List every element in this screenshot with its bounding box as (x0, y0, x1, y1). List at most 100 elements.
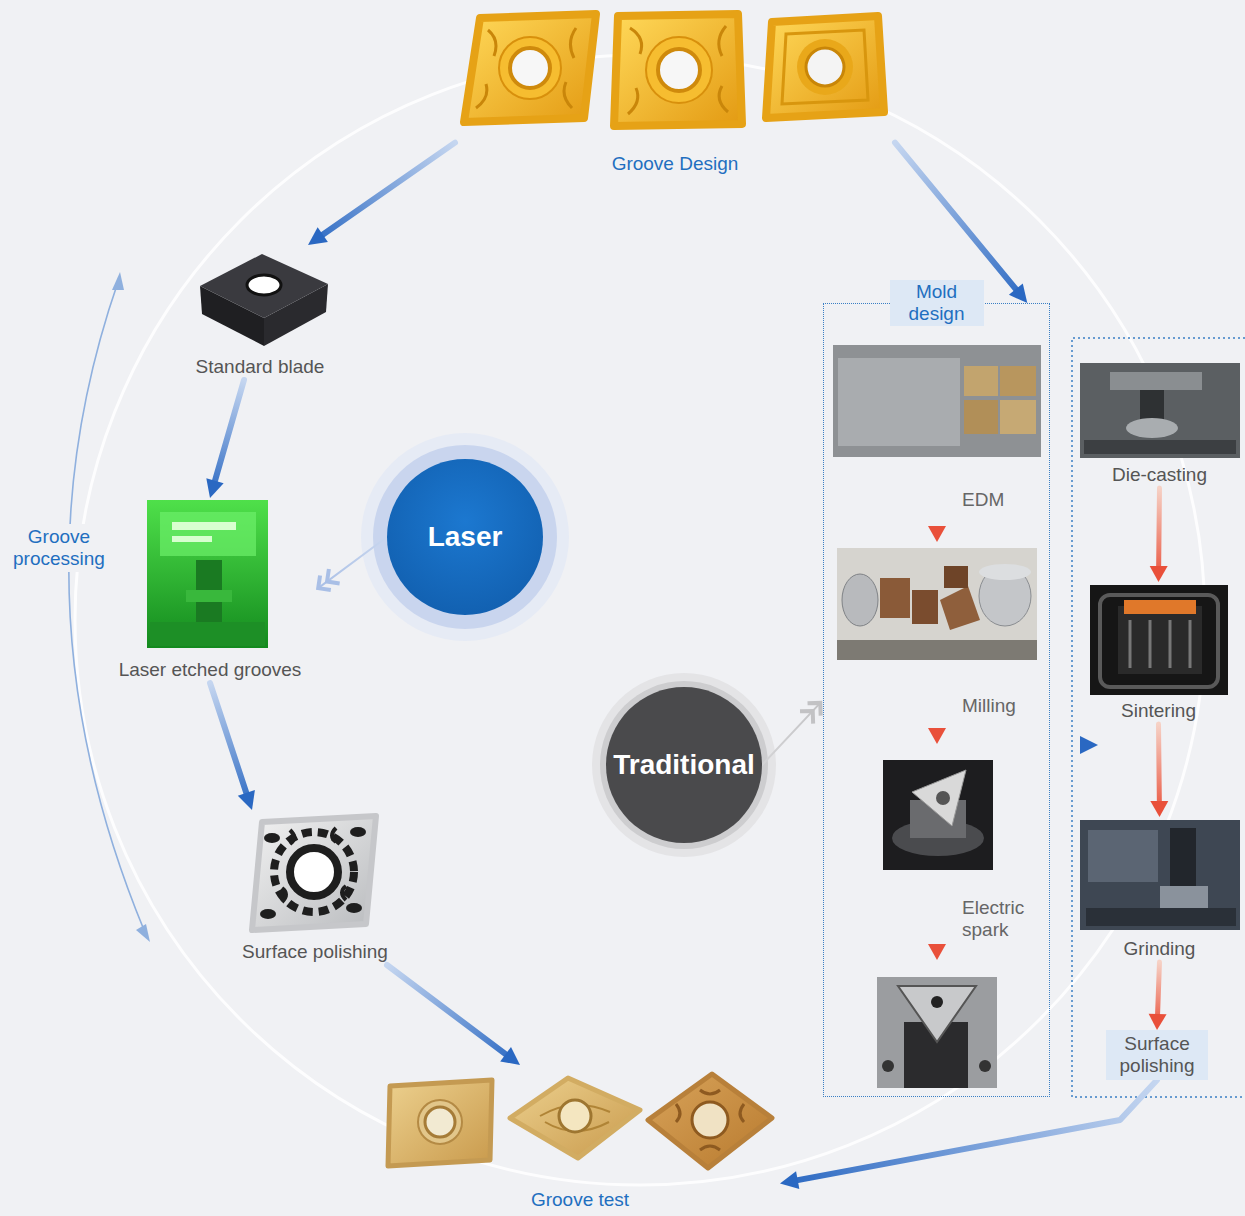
flow-arrow (318, 537, 387, 590)
flow-arrow (318, 537, 387, 588)
image-node: Standard blade (180, 245, 340, 380)
flow-arrow (387, 965, 510, 1057)
spark-mold-photo (979, 1060, 991, 1072)
image-node: Grinding (1077, 817, 1242, 962)
die-casting-photo (1080, 363, 1240, 458)
sintering-photo (1129, 620, 1132, 668)
flow-arrow (308, 143, 455, 245)
insert-illustration (766, 16, 884, 118)
grinding-photo (1086, 908, 1236, 926)
method-circle: Traditional (606, 687, 762, 843)
milled-mold-photo (912, 770, 966, 826)
tested-insert-illustration (425, 1107, 455, 1137)
flow-arrow (1150, 488, 1168, 582)
milled-mold-photo (883, 760, 993, 870)
mold-photo (833, 345, 1041, 457)
cycle-curve (112, 272, 124, 290)
mold-photo (838, 358, 960, 446)
image-node: Laser etched grooves (105, 498, 315, 683)
spark-mold-photo (877, 977, 997, 1088)
flow-arrow (1156, 488, 1162, 571)
cycle-curve (69, 282, 144, 930)
grinding-photo (1080, 820, 1240, 930)
image-node: Surface polishing (225, 810, 405, 965)
edm-parts-photo (979, 564, 1031, 580)
caption: Die-casting (1112, 464, 1207, 486)
insert-illustration (806, 48, 844, 86)
image-node: Sintering (1085, 582, 1232, 724)
die-casting-photo (1084, 440, 1236, 454)
image-node: Groove test (380, 1065, 780, 1213)
sintering-photo (1124, 600, 1196, 614)
method-title: Laser (428, 521, 503, 553)
polished-insert-illustration (350, 827, 366, 837)
laser-machine-photo (147, 500, 268, 648)
flow-arrow (214, 380, 245, 486)
tested-insert-illustration (648, 1074, 772, 1168)
flow-arrow (1150, 566, 1168, 582)
laser-machine-photo (186, 590, 232, 602)
flow-arrow (318, 143, 455, 238)
laser-machine-photo (172, 522, 236, 530)
laser-machine-photo (150, 622, 265, 646)
sintering-photo (1118, 606, 1202, 674)
mold-flow-arrows (928, 944, 946, 960)
flow-arrow (1149, 962, 1167, 1030)
cycle-label: Groove processing (7, 524, 111, 572)
edm-parts-photo (880, 578, 910, 618)
polished-insert-illustration (290, 848, 338, 896)
tested-insert-illustration (692, 1102, 728, 1138)
caption: Laser etched grooves (119, 659, 302, 681)
grinding-photo (1080, 820, 1240, 930)
insert-illustration (510, 48, 550, 88)
mold-flow-arrows (928, 728, 946, 744)
standard-blade-illustration (247, 275, 281, 295)
mold-flow-arrows (935, 886, 940, 946)
mold-flow-arrows (935, 470, 940, 528)
flow-arrow (308, 227, 328, 245)
insert-illustration (614, 14, 742, 126)
step-label: EDM (962, 489, 1004, 511)
laser-rings (373, 445, 557, 629)
cycle-curve (136, 924, 150, 942)
standard-blade-illustration (200, 254, 328, 346)
image-node: Groove Design (455, 5, 895, 177)
grinding-photo (1088, 830, 1158, 882)
polished-insert-illustration (252, 816, 376, 930)
mold-photo (964, 400, 998, 434)
caption: Grinding (1124, 938, 1196, 960)
polished-insert-illustration (264, 833, 280, 843)
sintering-photo (1169, 620, 1172, 668)
caption: Groove test (531, 1189, 629, 1211)
flow-arrow (387, 965, 520, 1065)
flow-arrow (895, 143, 1027, 303)
die-casting-photo (1140, 390, 1164, 420)
sintering-photo (1100, 595, 1218, 687)
tested-insert-illustration (510, 1078, 640, 1158)
spark-mold-photo (882, 1060, 894, 1072)
process-frame (1072, 338, 1245, 1097)
process-tag: Surface polishing (1106, 1030, 1208, 1080)
flow-arrow (238, 790, 255, 810)
group-heading: Mold design (890, 280, 984, 326)
spark-mold-photo (898, 986, 976, 1042)
flow-arrow (1150, 801, 1168, 817)
step-label: Electric spark (962, 897, 1036, 941)
step-label: Milling (962, 695, 1016, 717)
sintering-photo (1149, 620, 1152, 668)
polished-insert-illustration (346, 903, 362, 913)
grinding-photo (1170, 828, 1196, 888)
mold-photo (1000, 400, 1036, 434)
dashed-group: Mold design (823, 303, 1050, 1097)
flow-arrow (792, 1080, 1157, 1181)
flow-arrow (206, 380, 244, 498)
sintering-photo (1090, 585, 1228, 695)
polished-insert-illustration (260, 909, 276, 919)
die-casting-photo (1080, 363, 1240, 458)
mold-photo (833, 345, 1041, 457)
insert-illustration (658, 49, 700, 91)
milled-mold-photo (883, 760, 993, 870)
flow-arrow (1156, 724, 1162, 806)
